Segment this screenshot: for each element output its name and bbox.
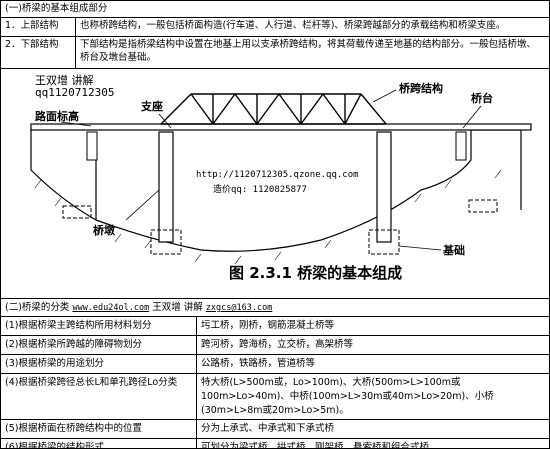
left-bank (30, 128, 97, 222)
email-link[interactable]: zxgcs@163.com (205, 303, 273, 313)
foundation-label: 基础 (443, 244, 465, 257)
figure-qq: qq1120712305 (35, 86, 115, 99)
bridge-drawing (30, 89, 532, 265)
figure-author: 王双增 讲解 (35, 74, 94, 87)
row-label: 2．下部结构 (0, 36, 76, 69)
section2-author: 王双增 讲解 (152, 302, 203, 313)
section1-header-row: (一)桥梁的基本组成部分 (0, 0, 550, 18)
right-abutment (455, 131, 467, 161)
section2-title: (二)桥梁的分类 (5, 302, 70, 313)
right-pier (376, 131, 392, 243)
left-abutment-footing (62, 205, 92, 219)
bearing-label: 支座 (141, 100, 163, 113)
row-label: (5)根据桥面在桥跨结构中的位置 (0, 419, 197, 439)
row-text: 可划分为梁式桥、拱式桥、刚架桥、悬索桥和组合式桥 (196, 438, 550, 449)
left-foundation (150, 229, 182, 255)
row-text: 下部结构是指桥梁结构中设置在地基上用以支承桥跨结构，将其荷载传递至地基的结构部分… (75, 36, 550, 69)
figure-caption: 图 2.3.1 桥梁的基本组成 (229, 264, 403, 282)
section1-title: (一)桥梁的基本组成部分 (0, 0, 550, 18)
basic-components-table: (一)桥梁的基本组成部分 1．上部结构 也称桥跨结构，一般包括桥面构造(行车道、… (0, 0, 550, 69)
row-label: (2)根据桥梁所跨越的障碍物划分 (0, 335, 197, 355)
abutment-label: 桥台 (471, 92, 493, 105)
pier-label: 桥墩 (93, 224, 115, 237)
right-abutment-footing (468, 199, 498, 213)
table-row: 1．上部结构 也称桥跨结构，一般包括桥面构造(行车道、人行道、栏杆等)、桥梁跨越… (0, 17, 550, 37)
row-text: 公路桥，铁路桥，管道桥等 (196, 354, 550, 374)
river-bed (95, 130, 472, 252)
row-label: (4)根据桥梁跨径总长L和单孔跨径Lo分类 (0, 373, 197, 420)
row-text: 跨河桥，跨海桥，立交桥，高架桥等 (196, 335, 550, 355)
row-label: (6)根据桥梁的结构形式 (0, 438, 197, 449)
watermark-url: http://1120712305.qzone.qq.com (196, 170, 359, 180)
left-abutment (86, 131, 98, 161)
row-text: 圬工桥，刚桥，钢筋混凝土桥等 (196, 316, 550, 336)
table-row: (1)根据桥梁主跨结构所用材料划分 圬工桥，刚桥，钢筋混凝土桥等 (0, 316, 550, 336)
bridge-diagram: 王双增 讲解 qq1120712305 路面标高 支座 桥跨结构 桥台 桥墩 基… (0, 70, 550, 298)
table-row: (3)根据桥梁的用途划分 公路桥，铁路桥，管道桥等 (0, 354, 550, 374)
row-label: (3)根据桥梁的用途划分 (0, 354, 197, 374)
site-link[interactable]: www.edu24ol.com (72, 303, 150, 313)
table-row: (5)根据桥面在桥跨结构中的位置 分为上承式、中承式和下承式桥 (0, 419, 550, 439)
row-text: 特大桥(L>500m或，Lo>100m)、大桥(500m>L>100m或100m… (196, 373, 550, 420)
row-label: 1．上部结构 (0, 17, 76, 37)
right-bank (471, 129, 522, 210)
row-text: 也称桥跨结构，一般包括桥面构造(行车道、人行道、栏杆等)、桥梁跨越部分的承载结构… (75, 17, 550, 37)
table-row: 2．下部结构 下部结构是指桥梁结构中设置在地基上用以支承桥跨结构，将其荷载传递至… (0, 36, 550, 69)
table-row: (2)根据桥梁所跨越的障碍物划分 跨河桥，跨海桥，立交桥，高架桥等 (0, 335, 550, 355)
table-row: (4)根据桥梁跨径总长L和单孔跨径Lo分类 特大桥(L>500m或，Lo>100… (0, 373, 550, 420)
section2-header-row: (二)桥梁的分类 www.edu24ol.com 王双增 讲解 zxgcs@16… (0, 298, 550, 317)
left-pier (158, 131, 174, 243)
leader-lines (60, 89, 482, 251)
right-foundation (368, 229, 400, 255)
classification-table: (二)桥梁的分类 www.edu24ol.com 王双增 讲解 zxgcs@16… (0, 298, 550, 449)
truss (160, 92, 387, 126)
row-text: 分为上承式、中承式和下承式桥 (196, 419, 550, 439)
row-label: (1)根据桥梁主跨结构所用材料划分 (0, 316, 197, 336)
bridge-deck (30, 123, 532, 131)
span-structure-label: 桥跨结构 (399, 82, 443, 95)
table-row: (6)根据桥梁的结构形式 可划分为梁式桥、拱式桥、刚架桥、悬索桥和组合式桥 (0, 438, 550, 449)
ground-hatching (34, 169, 502, 265)
watermark-qq: 造价qq: 1120825877 (213, 185, 307, 195)
road-level-label: 路面标高 (35, 110, 79, 123)
